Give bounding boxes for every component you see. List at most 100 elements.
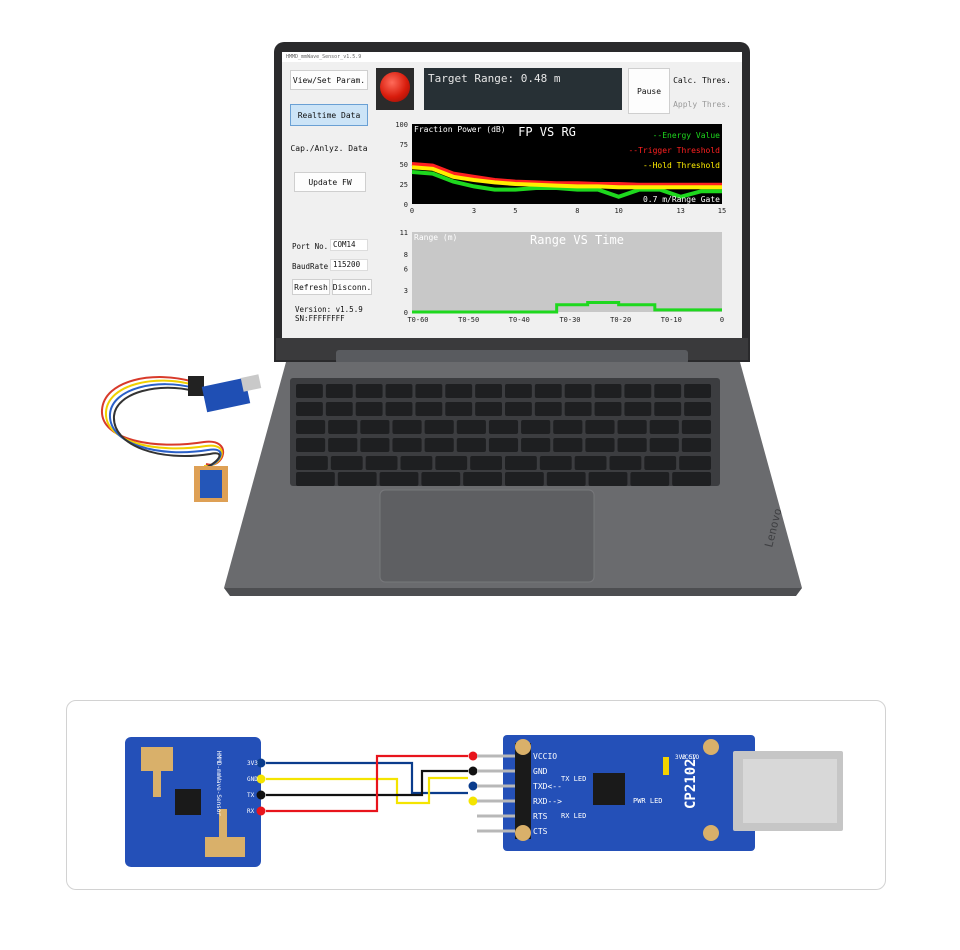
calc-thres-button[interactable]: Calc. Thres. bbox=[673, 70, 731, 90]
x-tick-label: 3 bbox=[472, 207, 476, 215]
y-tick-label: 0 bbox=[404, 309, 408, 317]
x-tick-label: 8 bbox=[575, 207, 579, 215]
keyboard-key bbox=[505, 456, 537, 470]
sensor-pin-label: RX bbox=[247, 808, 255, 815]
keyboard-key bbox=[594, 384, 622, 398]
baud-field[interactable]: 115200 bbox=[330, 259, 368, 271]
wire bbox=[266, 776, 468, 805]
keyboard-key bbox=[574, 456, 607, 470]
sensor-pin-dot bbox=[256, 758, 266, 768]
y-tick-label: 11 bbox=[400, 230, 408, 237]
sensor-pin-label: GND bbox=[247, 776, 258, 783]
x-axis-label: 0.7 m/Range Gate bbox=[643, 195, 720, 204]
keyboard-key bbox=[385, 384, 413, 398]
cap-anlyz-data-button[interactable]: Cap./Anlyz. Data bbox=[290, 138, 368, 158]
y-tick-label: 0 bbox=[404, 201, 408, 209]
chart-title: Range VS Time bbox=[530, 233, 624, 247]
tx-led-label: TX LED bbox=[561, 775, 586, 783]
keyboard-key bbox=[421, 472, 461, 486]
cp2102-label: CP2102 bbox=[683, 758, 699, 809]
keyboard-key bbox=[415, 384, 443, 398]
keyboard-key bbox=[456, 438, 486, 452]
keyboard-key bbox=[475, 384, 502, 398]
x-tick-label: 13 bbox=[676, 207, 684, 215]
keyboard-key bbox=[445, 384, 473, 398]
keyboard-key bbox=[296, 472, 335, 486]
keyboard-key bbox=[534, 384, 562, 398]
series-line bbox=[411, 162, 722, 187]
keyboard-key bbox=[617, 420, 647, 434]
x-tick-label: T0-50 bbox=[458, 316, 479, 324]
cp2102-board: CP2102 bbox=[503, 735, 843, 851]
keyboard-key bbox=[330, 456, 363, 470]
port-field[interactable]: COM14 bbox=[330, 239, 368, 251]
converter-pin-dot bbox=[468, 781, 478, 791]
realtime-data-button[interactable]: Realtime Data bbox=[290, 104, 368, 126]
keyboard-key bbox=[296, 438, 326, 452]
keyboard-key bbox=[415, 402, 443, 416]
keyboard-key bbox=[296, 402, 323, 416]
keyboard-key bbox=[654, 402, 682, 416]
connected-hardware bbox=[100, 374, 262, 502]
chart-title: FP VS RG bbox=[518, 125, 576, 139]
sensor-pin-dot bbox=[256, 790, 266, 800]
series-line bbox=[412, 301, 722, 314]
pwr-led-label: PWR LED bbox=[633, 797, 663, 805]
y-tick-label: 6 bbox=[404, 265, 408, 273]
disconnect-button[interactable]: Disconn. bbox=[332, 279, 372, 295]
wires bbox=[266, 754, 468, 813]
pause-button[interactable]: Pause bbox=[628, 68, 670, 114]
converter-pin-label: TXD<-- bbox=[533, 782, 562, 791]
keyboard-key bbox=[681, 420, 711, 434]
keyboard-key bbox=[400, 456, 433, 470]
keyboard-key bbox=[445, 402, 473, 416]
legend-entry: --Hold Threshold bbox=[643, 161, 720, 170]
keyboard-key bbox=[553, 438, 583, 452]
converter-pin-dot bbox=[468, 766, 478, 776]
keyboard-key bbox=[488, 438, 519, 452]
status-indicator bbox=[376, 68, 414, 110]
view-set-param-button[interactable]: View/Set Param. bbox=[290, 70, 368, 90]
wire bbox=[266, 761, 468, 795]
keyboard-key bbox=[424, 438, 454, 452]
series-line bbox=[411, 165, 722, 190]
x-tick-label: T0-10 bbox=[661, 316, 682, 324]
keyboard-key bbox=[594, 402, 622, 416]
voltage-label: VCCIO bbox=[681, 754, 699, 761]
voltage-label: 3V3 bbox=[675, 754, 686, 761]
red-led-icon bbox=[380, 72, 410, 102]
keyboard-key bbox=[360, 420, 390, 434]
keyboard-key bbox=[534, 402, 562, 416]
keyboard-key bbox=[684, 384, 711, 398]
converter-pin-dot bbox=[468, 751, 478, 761]
keyboard-key bbox=[475, 402, 502, 416]
wire bbox=[266, 754, 468, 813]
keyboard-key bbox=[505, 472, 544, 486]
target-range-display: Target Range: 0.48 m bbox=[424, 68, 622, 110]
y-tick-label: 8 bbox=[404, 251, 408, 259]
x-tick-label: T0-60 bbox=[407, 316, 428, 324]
converter-pin-dot bbox=[468, 796, 478, 806]
series-line bbox=[411, 170, 722, 199]
keyboard-key bbox=[681, 438, 711, 452]
x-tick-label: 0 bbox=[720, 316, 724, 324]
keyboard-key bbox=[296, 456, 328, 470]
keyboard-key bbox=[355, 402, 383, 416]
x-tick-label: 15 bbox=[718, 207, 726, 215]
keyboard-key bbox=[296, 420, 326, 434]
keyboard-key bbox=[521, 438, 551, 452]
keyboard-key bbox=[649, 438, 679, 452]
touchpad[interactable] bbox=[379, 489, 595, 583]
refresh-button[interactable]: Refresh bbox=[292, 279, 330, 295]
keyboard-key bbox=[463, 472, 502, 486]
keyboard-key bbox=[644, 456, 677, 470]
keyboard-key bbox=[684, 402, 711, 416]
keyboard-key bbox=[355, 384, 383, 398]
update-fw-button[interactable]: Update FW bbox=[294, 172, 366, 192]
keyboard-key bbox=[679, 456, 711, 470]
keyboard-key bbox=[672, 472, 711, 486]
x-tick-label: T0-30 bbox=[559, 316, 580, 324]
keyboard-key bbox=[328, 438, 358, 452]
apply-thres-button[interactable]: Apply Thres. bbox=[673, 94, 731, 114]
